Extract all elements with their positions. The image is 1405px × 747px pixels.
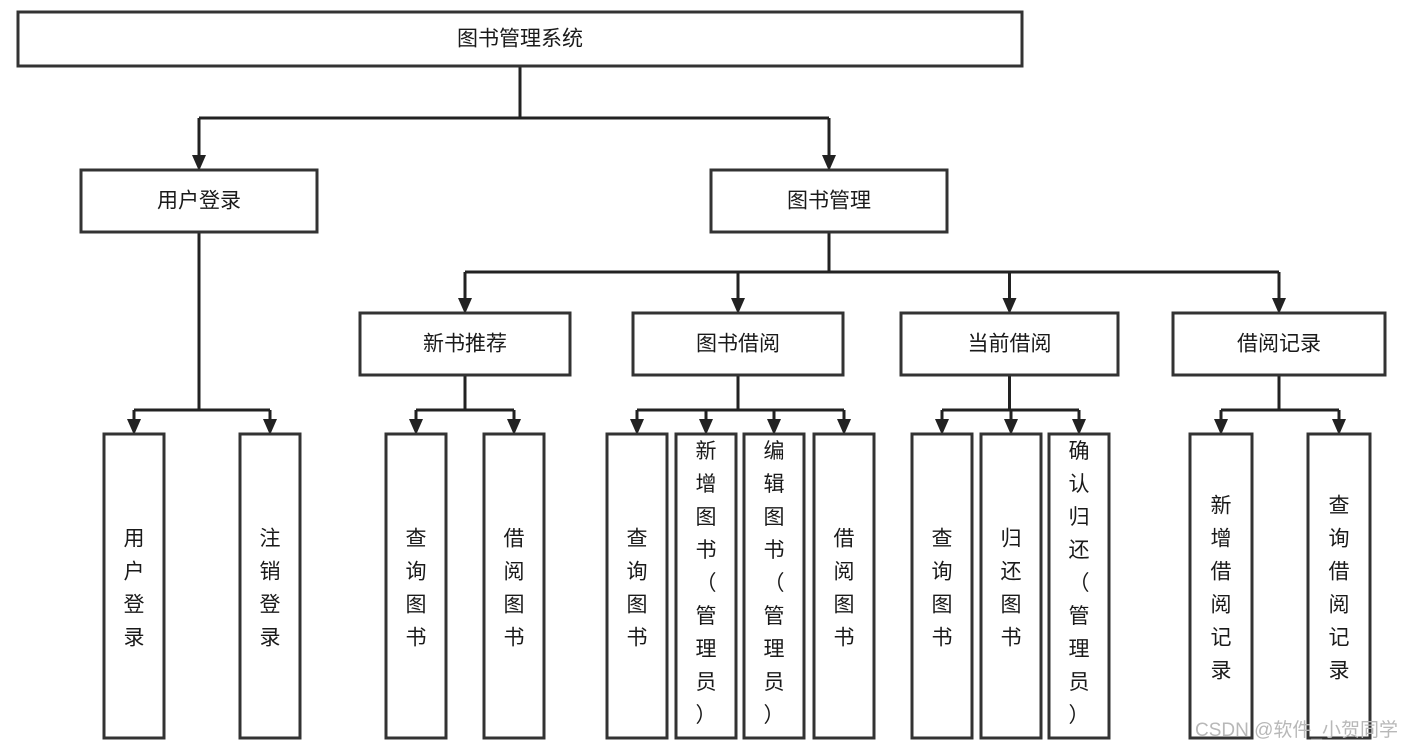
node-box-leaf-edit-book[interactable] [742, 432, 806, 740]
node-label-root: 图书管理系统 [457, 28, 583, 51]
node-label-current-borrow: 当前借阅 [968, 333, 1052, 356]
arrow-head-icon [127, 419, 141, 435]
node-label-leaf-edit-book: 编辑图书（管理员） [764, 440, 785, 727]
arrow-head-icon [822, 155, 836, 171]
arrow-head-icon [1272, 298, 1286, 314]
node-leaf-query-record[interactable]: 查询借阅记录 [1306, 432, 1372, 740]
edge-group-root [192, 66, 836, 171]
arrow-head-icon [1004, 419, 1018, 435]
node-box-leaf-return-book[interactable] [979, 432, 1043, 740]
node-label-leaf-borrow-book-2: 借阅图书 [834, 528, 855, 650]
edge-group-new-book-rec [409, 375, 521, 435]
node-box-leaf-add-record[interactable] [1188, 432, 1254, 740]
node-leaf-edit-book[interactable]: 编辑图书（管理员） [742, 432, 806, 740]
node-leaf-add-record[interactable]: 新增借阅记录 [1188, 432, 1254, 740]
node-leaf-query-book-3[interactable]: 查询图书 [910, 432, 974, 740]
node-label-leaf-user-logout: 注销登录 [260, 528, 281, 650]
node-label-book-borrow: 图书借阅 [696, 333, 780, 356]
node-label-leaf-return-book: 归还图书 [1001, 528, 1022, 650]
arrow-head-icon [837, 419, 851, 435]
node-label-leaf-borrow-book-1: 借阅图书 [504, 528, 525, 650]
watermark-label: CSDN @软件_小贺同学 [1195, 719, 1398, 741]
node-box-leaf-query-book-1[interactable] [384, 432, 448, 740]
node-leaf-borrow-book-1[interactable]: 借阅图书 [482, 432, 546, 740]
arrow-head-icon [935, 419, 949, 435]
node-root[interactable]: 图书管理系统 [16, 10, 1024, 68]
node-leaf-query-book-2[interactable]: 查询图书 [605, 432, 669, 740]
node-new-book-rec[interactable]: 新书推荐 [358, 311, 572, 377]
node-box-leaf-query-record[interactable] [1306, 432, 1372, 740]
node-box-borrow-record[interactable] [1171, 311, 1387, 377]
node-current-borrow[interactable]: 当前借阅 [899, 311, 1120, 377]
node-book-manage[interactable]: 图书管理 [709, 168, 949, 234]
node-label-book-manage: 图书管理 [787, 190, 871, 213]
node-label-leaf-query-record: 查询借阅记录 [1329, 495, 1350, 683]
node-label-new-book-rec: 新书推荐 [423, 333, 507, 356]
arrow-head-icon [731, 298, 745, 314]
node-boxes: 图书管理系统用户登录图书管理新书推荐图书借阅当前借阅借阅记录用户登录注销登录查询… [16, 10, 1387, 740]
node-label-borrow-record: 借阅记录 [1237, 333, 1321, 356]
node-label-user-login: 用户登录 [157, 190, 241, 213]
arrow-head-icon [699, 419, 713, 435]
node-label-leaf-query-book-2: 查询图书 [627, 528, 648, 650]
arrow-head-icon [767, 419, 781, 435]
arrow-head-icon [1072, 419, 1086, 435]
node-leaf-return-book[interactable]: 归还图书 [979, 432, 1043, 740]
node-book-borrow[interactable]: 图书借阅 [631, 311, 845, 377]
node-label-leaf-add-record: 新增借阅记录 [1211, 495, 1232, 683]
node-leaf-query-book-1[interactable]: 查询图书 [384, 432, 448, 740]
node-label-leaf-user-login: 用户登录 [124, 528, 145, 650]
node-box-leaf-user-login[interactable] [102, 432, 166, 740]
arrow-head-icon [458, 298, 472, 314]
node-label-leaf-query-book-3: 查询图书 [932, 528, 953, 650]
node-leaf-add-book[interactable]: 新增图书（管理员） [674, 432, 738, 740]
node-leaf-borrow-book-2[interactable]: 借阅图书 [812, 432, 876, 740]
edge-group-borrow-record [1214, 375, 1346, 435]
edge-group-book-manage [458, 232, 1286, 314]
node-label-leaf-add-book: 新增图书（管理员） [696, 440, 717, 727]
node-user-login[interactable]: 用户登录 [79, 168, 319, 234]
edge-group-book-borrow [630, 375, 851, 435]
node-box-leaf-query-book-3[interactable] [910, 432, 974, 740]
arrow-head-icon [409, 419, 423, 435]
node-box-root[interactable] [16, 10, 1024, 68]
edge-group-user-login [127, 232, 277, 435]
connector-edges [127, 66, 1346, 435]
node-leaf-user-login[interactable]: 用户登录 [102, 432, 166, 740]
node-box-current-borrow[interactable] [899, 311, 1120, 377]
node-leaf-user-logout[interactable]: 注销登录 [238, 432, 302, 740]
node-box-leaf-query-book-2[interactable] [605, 432, 669, 740]
node-borrow-record[interactable]: 借阅记录 [1171, 311, 1387, 377]
arrow-head-icon [1332, 419, 1346, 435]
arrow-head-icon [630, 419, 644, 435]
node-box-new-book-rec[interactable] [358, 311, 572, 377]
arrow-head-icon [1002, 298, 1017, 314]
arrow-head-icon [192, 155, 206, 171]
node-box-leaf-borrow-book-1[interactable] [482, 432, 546, 740]
node-box-leaf-borrow-book-2[interactable] [812, 432, 876, 740]
node-box-book-borrow[interactable] [631, 311, 845, 377]
node-box-leaf-user-logout[interactable] [238, 432, 302, 740]
node-box-leaf-confirm-return[interactable] [1047, 432, 1111, 740]
edge-group-current-borrow [935, 375, 1086, 435]
arrow-head-icon [1214, 419, 1228, 435]
node-label-leaf-query-book-1: 查询图书 [406, 528, 427, 650]
node-box-leaf-add-book[interactable] [674, 432, 738, 740]
arrow-head-icon [507, 419, 521, 435]
node-label-leaf-confirm-return: 确认归还（管理员） [1069, 440, 1090, 727]
arrow-head-icon [263, 419, 277, 435]
node-box-user-login[interactable] [79, 168, 319, 234]
node-box-book-manage[interactable] [709, 168, 949, 234]
node-leaf-confirm-return[interactable]: 确认归还（管理员） [1047, 432, 1111, 740]
